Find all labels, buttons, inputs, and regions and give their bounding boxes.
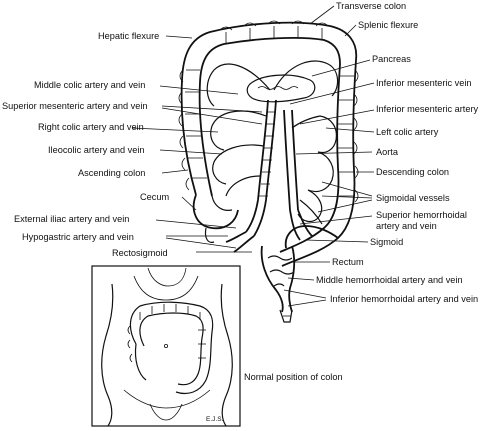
svg-text:Ileocolic artery and vein: Ileocolic artery and vein xyxy=(48,145,145,155)
label-sigmoidal-vessels: Sigmoidal vessels xyxy=(317,181,450,213)
svg-text:Rectosigmoid: Rectosigmoid xyxy=(112,248,168,258)
svg-text:Superior hemorrhoidal: Superior hemorrhoidal xyxy=(376,210,467,220)
svg-text:Hypogastric artery and vein: Hypogastric artery and vein xyxy=(22,232,134,242)
label-ileocolic: Ileocolic artery and vein xyxy=(48,145,223,155)
label-rectosigmoid: Rectosigmoid xyxy=(112,248,252,258)
svg-text:Sigmoidal vessels: Sigmoidal vessels xyxy=(376,193,450,203)
label-rectum: Rectum xyxy=(294,257,364,267)
inset-frame xyxy=(91,265,241,427)
svg-text:Middle hemorrhoidal artery and: Middle hemorrhoidal artery and vein xyxy=(316,275,463,285)
svg-text:Splenic flexure: Splenic flexure xyxy=(358,20,418,30)
label-hypogastric: Hypogastric artery and vein xyxy=(22,232,237,249)
svg-text:Ascending colon: Ascending colon xyxy=(78,168,145,178)
label-normal-position: Normal position of colon xyxy=(244,372,343,382)
label-inferior-hemorrhoidal: Inferior hemorrhoidal artery and vein xyxy=(283,289,478,307)
label-left-colic: Left colic artery xyxy=(325,127,439,137)
artist-initials: E.J.S. xyxy=(206,416,224,423)
svg-text:Pancreas: Pancreas xyxy=(372,54,411,64)
svg-text:Hepatic flexure: Hepatic flexure xyxy=(98,31,159,41)
label-transverse-colon: Transverse colon xyxy=(309,1,406,25)
label-splenic-flexure: Splenic flexure xyxy=(344,20,418,37)
svg-text:artery and vein: artery and vein xyxy=(376,221,437,231)
label-inferior-mesenteric-vein: Inferior mesenteric vein xyxy=(289,78,472,105)
label-middle-colic: Middle colic artery and vein xyxy=(34,80,239,95)
label-aorta: Aorta xyxy=(295,147,399,157)
svg-text:Sigmoid: Sigmoid xyxy=(370,237,403,247)
label-right-colic: Right colic artery and vein xyxy=(38,122,219,133)
label-inferior-mesenteric-artery: Inferior mesenteric artery xyxy=(299,104,479,125)
svg-text:Transverse colon: Transverse colon xyxy=(336,1,406,11)
svg-text:Inferior hemorrhoidal artery a: Inferior hemorrhoidal artery and vein xyxy=(330,294,478,304)
svg-text:Superior mesenteric artery and: Superior mesenteric artery and vein xyxy=(2,101,148,111)
label-ascending-colon: Ascending colon xyxy=(78,168,189,178)
svg-text:Aorta: Aorta xyxy=(376,147,399,157)
label-pancreas: Pancreas xyxy=(311,54,411,77)
label-external-iliac: External iliac artery and vein xyxy=(14,214,237,229)
label-superior-hemorrhoidal: Superior hemorrhoidal artery and vein xyxy=(299,210,467,231)
inset-normal-position: E.J.S. xyxy=(91,265,241,427)
label-cecum: Cecum xyxy=(140,192,197,211)
svg-text:Inferior mesenteric artery: Inferior mesenteric artery xyxy=(376,104,479,114)
label-sigmoid: Sigmoid xyxy=(305,237,403,247)
svg-text:Rectum: Rectum xyxy=(332,257,364,267)
svg-text:Cecum: Cecum xyxy=(140,192,169,202)
colon-illustration xyxy=(178,20,359,323)
label-descending-colon: Descending colon xyxy=(356,167,449,177)
label-middle-hemorrhoidal: Middle hemorrhoidal artery and vein xyxy=(287,275,463,285)
svg-text:External iliac artery and vein: External iliac artery and vein xyxy=(14,214,129,224)
svg-text:Inferior mesenteric vein: Inferior mesenteric vein xyxy=(376,78,472,88)
svg-text:Middle colic artery and vein: Middle colic artery and vein xyxy=(34,80,145,90)
svg-text:Right colic artery and vein: Right colic artery and vein xyxy=(38,122,144,132)
label-superior-mesenteric: Superior mesenteric artery and vein xyxy=(2,101,263,125)
svg-text:Left colic artery: Left colic artery xyxy=(376,127,439,137)
label-hepatic-flexure: Hepatic flexure xyxy=(98,31,193,41)
svg-text:Descending colon: Descending colon xyxy=(376,167,449,177)
